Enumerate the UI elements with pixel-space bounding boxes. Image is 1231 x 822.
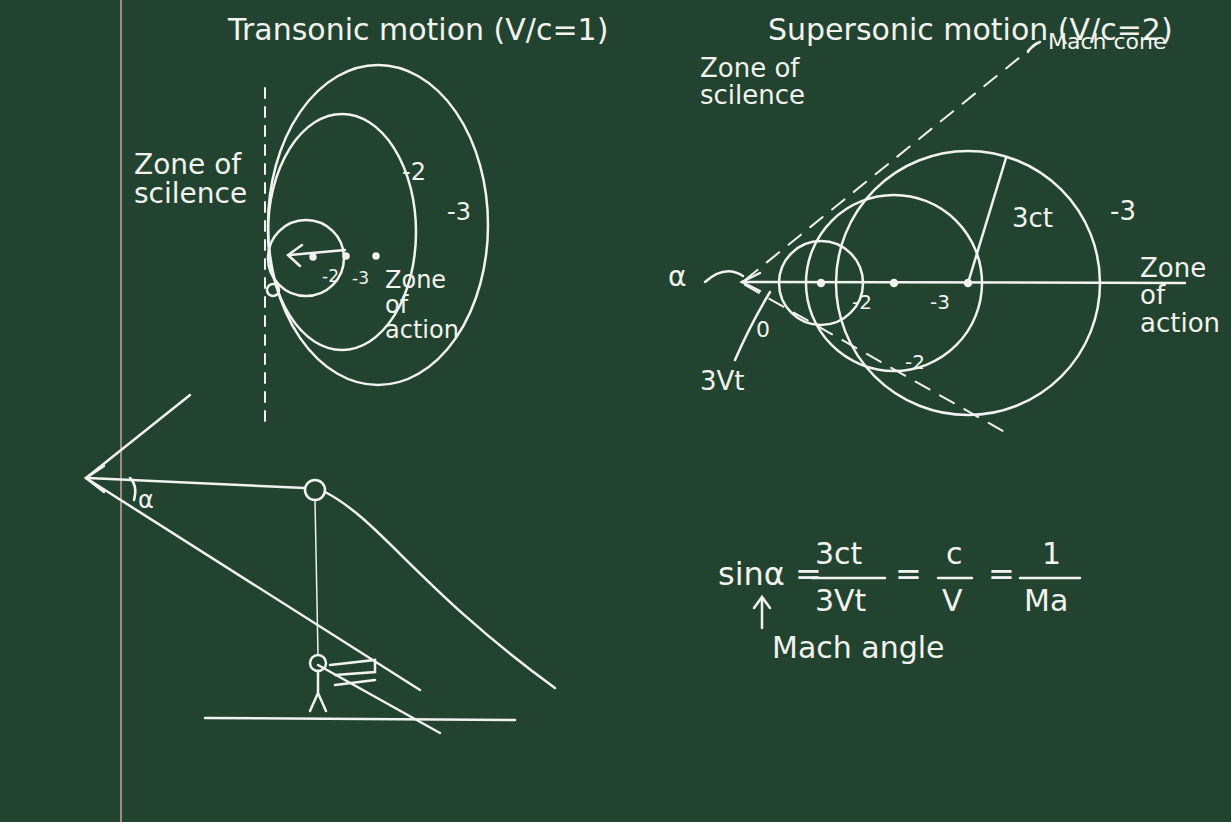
chalk-label: Zone of action (385, 268, 459, 344)
chalk-label: = (988, 558, 1015, 592)
chalk-label: 0 (756, 318, 770, 341)
chalk-label: -2 (905, 352, 925, 373)
chalk-label: Ma (1024, 585, 1068, 617)
chalk-label: sinα = (718, 558, 822, 592)
chalk-label: -3 (930, 292, 950, 313)
chalk-label: Zone of scilence (700, 55, 840, 110)
chalk-label: 3Vt (700, 368, 745, 395)
chalk-label: = (895, 558, 922, 592)
chalk-label: -2 (402, 160, 426, 185)
chalk-label: -3 (352, 270, 369, 288)
chalk-label: Mach angle (772, 632, 945, 664)
chalk-label: c (946, 538, 963, 570)
chalk-label: -3 (1110, 198, 1136, 225)
chalk-label: Zone of scilence (134, 150, 247, 209)
chalk-label: 3ct (1012, 205, 1053, 232)
chalk-label: -3 (447, 200, 471, 225)
chalk-label: 3ct (815, 538, 862, 570)
chalk-label: α (138, 488, 154, 513)
chalk-label: Mach cone (1048, 30, 1167, 53)
chalk-label: 3Vt (815, 585, 866, 617)
chalk-label: V (942, 585, 963, 617)
chalk-label: α (668, 262, 686, 291)
chalk-label: -2 (322, 268, 339, 286)
chalk-label: 1 (1042, 538, 1061, 570)
chalk-label: Transonic motion (V/c=1) (228, 14, 608, 46)
chalk-label: -2 (852, 292, 872, 313)
chalk-label: Zone of action (1140, 255, 1220, 337)
